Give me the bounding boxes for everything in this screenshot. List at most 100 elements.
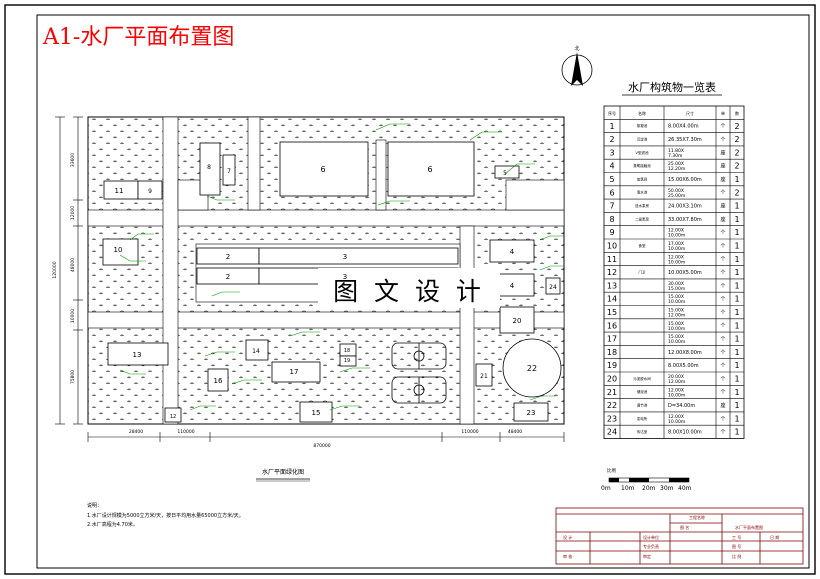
table-cell-unit-9: 个	[720, 230, 725, 236]
bldg-23	[513, 402, 549, 422]
scale-tick-2: 20m	[642, 485, 656, 492]
title-block	[555, 507, 804, 565]
table-cell-name-6: 清水池	[637, 190, 648, 195]
table-cell-size-14-1: 10.00m	[668, 299, 685, 305]
building-label-2: 2	[226, 273, 230, 281]
dim-left-3: 48000	[70, 258, 76, 272]
building-label-9: 9	[148, 188, 152, 195]
scale-tick-3: 30m	[660, 485, 674, 492]
bldg-4a	[489, 239, 535, 263]
notes-title: 说明：	[87, 502, 102, 509]
table-cell-name-24: 传达室	[637, 429, 648, 434]
bldg-9	[137, 180, 163, 200]
bldg-12	[164, 407, 182, 423]
table-cell-size-23-1: 10.00m	[668, 419, 685, 425]
table-cell-qty-18: 1	[734, 348, 739, 357]
bldg-8	[199, 142, 221, 196]
table-cell-size-17-1: 10.00m	[668, 339, 685, 345]
table-cell-name-7: 送水泵房	[635, 203, 649, 208]
tb-d1: 设计单位	[643, 534, 659, 540]
building-label-24: 24	[549, 284, 557, 291]
drawing-title: A1-水厂平面布置图	[42, 25, 234, 50]
building-label-11: 11	[115, 187, 124, 195]
table-cell-unit-19: 个	[720, 363, 725, 369]
bldg-7	[222, 154, 236, 186]
table-cell-unit-11: 个	[720, 257, 725, 263]
table-cell-qty-16: 1	[734, 321, 739, 330]
table-cell-size-13-0: 30.00X	[668, 281, 684, 287]
table-cell-size-6-1: 25.00m	[668, 193, 685, 199]
table-cell-no-16: 16	[607, 321, 617, 330]
table-cell-no-17: 17	[607, 335, 617, 344]
table-header-1: 名称	[638, 110, 646, 116]
table-cell-name-12: 门卫	[639, 270, 647, 275]
table-cell-no-9: 9	[609, 228, 614, 237]
building-label-19: 19	[344, 358, 350, 364]
building-label-5: 5	[503, 170, 507, 177]
table-cell-name-2: 沉淀池	[637, 137, 648, 142]
building-label-14: 14	[252, 348, 260, 355]
table-cell-size-14-0: 15.00X	[668, 294, 684, 300]
bldg-21	[475, 363, 493, 387]
bldg-19	[339, 355, 357, 367]
scale-tick-0: 0m	[601, 485, 611, 492]
dim-left-1: 33600	[70, 153, 76, 167]
table-cell-no-10: 10	[607, 242, 617, 251]
building-label-12: 12	[170, 414, 176, 420]
bldg-6b	[387, 141, 475, 197]
table-cell-size-16-1: 10.00m	[668, 326, 685, 332]
dim-left-5: 75800	[70, 370, 76, 384]
table-cell-size-10-0: 17.00X	[668, 241, 684, 247]
tb-check: 审 核	[563, 553, 572, 559]
scale-tick-1: 10m	[621, 485, 635, 492]
bldg-16	[207, 368, 229, 392]
table-cell-no-2: 2	[609, 135, 614, 144]
table-cell-size-1: 8.00X4.00m	[668, 124, 699, 130]
table-cell-no-6: 6	[609, 188, 614, 197]
notes-line-1: 1.水厂设计规模为5000立方米/天，按日平均用水量65000立方米/天。	[87, 512, 244, 519]
table-cell-size-11-1: 10.00m	[668, 259, 685, 265]
building-label-13: 13	[133, 351, 142, 359]
tb-drawing-title: 水厂平面布置图	[735, 524, 763, 530]
building-label-6: 6	[320, 165, 325, 174]
table-cell-unit-6: 个	[720, 190, 725, 196]
table-cell-qty-14: 1	[734, 295, 739, 304]
table-cell-size-3-1: 7.30m	[668, 153, 682, 159]
table-cell-size-19: 8.00X5.00m	[668, 363, 699, 369]
bldg-14	[245, 339, 269, 361]
table-cell-qty-21: 1	[734, 388, 739, 397]
table-title: 水厂构筑物一览表	[628, 80, 716, 94]
table-cell-qty-5: 1	[734, 175, 739, 184]
table-cell-no-5: 5	[609, 175, 614, 184]
table-cell-qty-15: 1	[734, 308, 739, 317]
dim-bottom-1: 28400	[129, 429, 143, 435]
table-cell-qty-12: 1	[734, 268, 739, 277]
table-cell-unit-4: 座	[720, 163, 725, 170]
table-cell-unit-2: 个	[720, 137, 725, 143]
table-cell-qty-2: 2	[734, 135, 739, 144]
table-cell-name-8: 二级泵房	[635, 216, 649, 221]
table-cell-qty-19: 1	[734, 361, 739, 370]
table-header-0: 序号	[608, 110, 616, 116]
table-cell-size-18: 12.00X8.00m	[668, 350, 702, 356]
building-label-6: 6	[427, 165, 432, 174]
table-cell-no-21: 21	[607, 388, 617, 397]
table-cell-unit-15: 个	[720, 310, 725, 316]
table-cell-unit-24: 个	[720, 430, 725, 436]
bldg-13	[107, 342, 169, 366]
table-cell-no-22: 22	[607, 401, 617, 410]
table-cell-name-10: 食堂	[639, 243, 647, 248]
tb-c4: 日 期	[770, 534, 779, 540]
table-cell-unit-3: 座	[720, 149, 725, 156]
table-cell-no-12: 12	[607, 268, 617, 277]
building-label-22: 22	[527, 364, 537, 373]
table-cell-unit-21: 个	[720, 390, 725, 396]
table-cell-qty-4: 2	[734, 162, 739, 171]
table-cell-size-2: 26.35X7.30m	[668, 137, 702, 143]
table-cell-unit-18: 个	[720, 350, 725, 356]
building-label-3: 3	[343, 273, 347, 281]
tb-d3: 审定	[643, 553, 651, 559]
table-cell-name-21: 储泥池	[637, 389, 648, 394]
